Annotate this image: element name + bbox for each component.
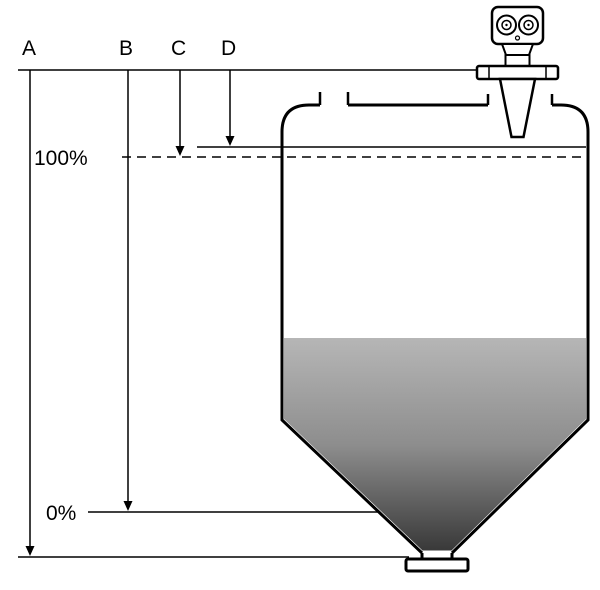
dimension-c-arrowhead-icon [175, 146, 185, 156]
dimension-a-arrowhead-icon [25, 546, 35, 556]
dimension-b [123, 70, 133, 511]
dimension-c [175, 70, 185, 156]
labels: A B C D 100% 0% [22, 37, 236, 525]
radar-sensor-icon [475, 5, 560, 139]
dimension-a [25, 70, 35, 556]
dimension-lines [18, 69, 586, 558]
sensor-small-screw [514, 35, 521, 41]
level-full-label: 100% [34, 147, 88, 170]
sensor-process-connection [504, 54, 531, 67]
dimension-d [225, 70, 235, 146]
tank-nozzle-stubs [318, 92, 554, 105]
dimension-d-label: D [221, 37, 236, 60]
sensor-left-window-dot [505, 23, 508, 27]
level-empty-label: 0% [46, 502, 76, 525]
sensor-horn-antenna [498, 77, 537, 139]
liquid-fill [284, 338, 586, 551]
outlet-flange [404, 557, 470, 573]
tank [280, 92, 590, 573]
dimension-b-arrowhead-icon [123, 501, 133, 511]
tank-outline [280, 103, 590, 555]
sensor-right-window-dot [527, 23, 530, 27]
dimension-d-arrowhead-icon [225, 136, 235, 146]
dimension-a-label: A [22, 37, 36, 60]
sensor-neck [500, 43, 535, 56]
dimension-c-label: C [171, 37, 186, 60]
dimension-b-label: B [119, 37, 133, 60]
